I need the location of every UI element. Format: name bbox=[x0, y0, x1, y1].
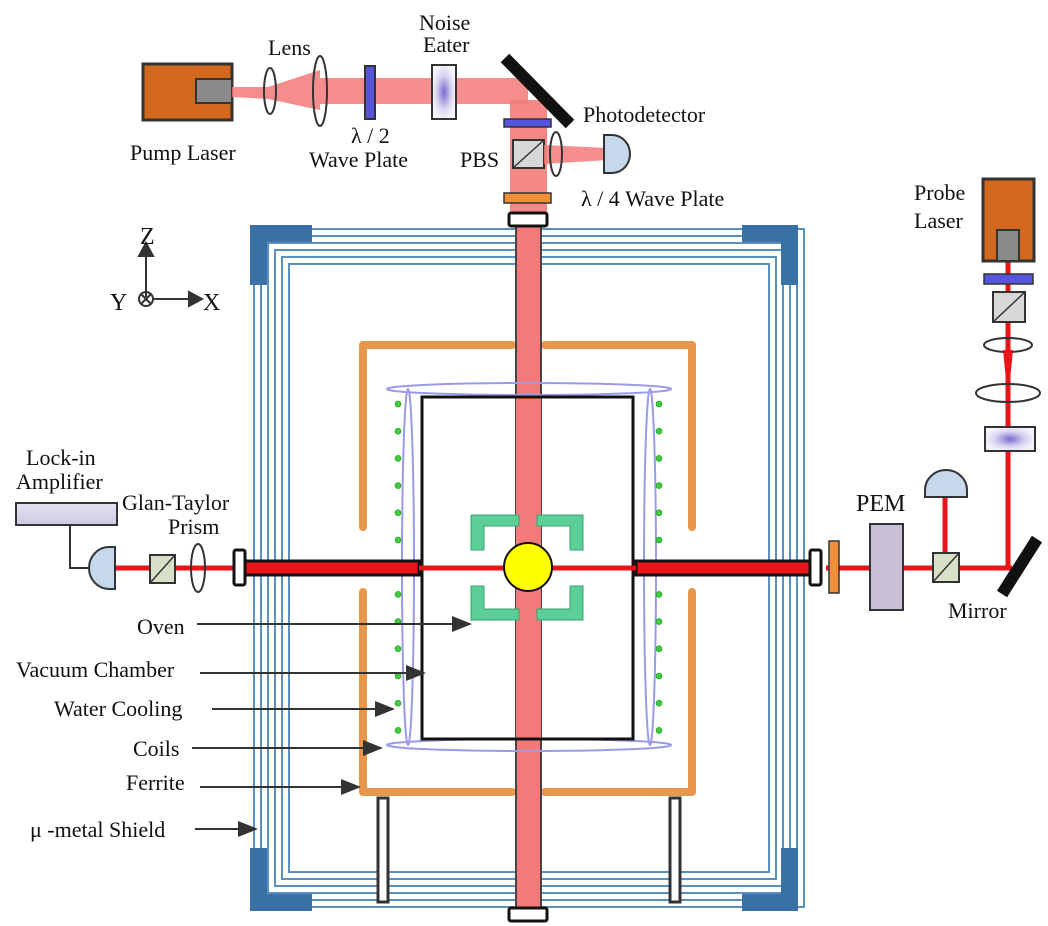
label-axis-z: Z bbox=[140, 224, 155, 250]
vapor-cell bbox=[503, 542, 553, 592]
label-axis-x: X bbox=[203, 290, 220, 316]
probe-beam-focus bbox=[1003, 350, 1013, 390]
water-cooling-dot bbox=[655, 727, 663, 734]
water-cooling-dot bbox=[655, 427, 663, 435]
lockin-amplifier bbox=[15, 502, 118, 526]
right-quarter-plate bbox=[828, 540, 840, 594]
water-cooling-dot bbox=[655, 509, 663, 517]
label-coils: Coils bbox=[133, 736, 179, 761]
label-glan-2: Prism bbox=[168, 514, 219, 539]
label-half-wave-1: λ / 2 bbox=[351, 123, 390, 148]
pump-lenses bbox=[263, 55, 328, 127]
label-mirror: Mirror bbox=[948, 598, 1007, 623]
quarter-wave-plate bbox=[503, 192, 552, 204]
oven bbox=[470, 514, 584, 621]
pem-box bbox=[869, 523, 904, 611]
water-cooling-dot bbox=[394, 645, 402, 653]
y-axis-into-page-icon bbox=[138, 291, 154, 307]
label-photodetector: Photodetector bbox=[583, 102, 706, 127]
windows bbox=[232, 211, 823, 923]
probe-beam-right-tube bbox=[634, 559, 813, 577]
pbs-side-beam bbox=[544, 145, 608, 164]
label-ferrite: Ferrite bbox=[126, 770, 185, 795]
label-lockin-1: Lock-in bbox=[26, 445, 96, 470]
photodetector-top bbox=[603, 134, 631, 174]
label-half-wave-2: Wave Plate bbox=[309, 147, 408, 172]
leader-arrows bbox=[192, 616, 472, 837]
water-cooling-dot bbox=[394, 400, 402, 408]
labels: Pump Laser Lens Noise Eater λ / 2 Wave P… bbox=[16, 10, 1007, 842]
label-probe-laser-1: Probe bbox=[914, 180, 965, 205]
label-noise-eater-2: Eater bbox=[423, 32, 470, 57]
label-noise-eater-1: Noise bbox=[419, 10, 470, 35]
label-lockin-2: Amplifier bbox=[16, 469, 103, 494]
label-pump-laser: Pump Laser bbox=[130, 140, 236, 165]
lens-2 bbox=[312, 55, 328, 127]
water-cooling-dot bbox=[655, 400, 663, 408]
water-cooling-dot bbox=[655, 455, 663, 462]
water-cooling-dot bbox=[655, 645, 663, 653]
probe-lens-2 bbox=[975, 383, 1041, 403]
probe-mirror bbox=[996, 535, 1043, 598]
photodetector-left bbox=[88, 546, 116, 590]
detection-lens bbox=[190, 543, 206, 593]
pump-wave-plate-blue bbox=[503, 118, 552, 128]
label-quarter-wave: λ / 4 Wave Plate bbox=[581, 186, 724, 211]
label-pem: PEM bbox=[856, 491, 905, 517]
water-cooling-dot bbox=[394, 727, 402, 734]
ferrite bbox=[359, 341, 696, 796]
label-probe-laser-2: Laser bbox=[914, 208, 964, 233]
axes bbox=[137, 240, 205, 308]
shield-corners bbox=[250, 225, 798, 911]
probe-wave-plate bbox=[983, 273, 1034, 285]
probe-noise-eater bbox=[984, 426, 1036, 452]
label-oven: Oven bbox=[137, 614, 185, 639]
label-shield: μ -metal Shield bbox=[30, 817, 165, 842]
lockin-cable bbox=[69, 525, 88, 569]
label-glan-1: Glan-Taylor bbox=[122, 490, 230, 515]
label-lens: Lens bbox=[268, 35, 311, 60]
probe-beam-left-tube bbox=[242, 559, 421, 577]
water-cooling-dot bbox=[394, 455, 402, 462]
water-cooling-dot bbox=[394, 509, 402, 517]
water-cooling-dot bbox=[394, 482, 402, 489]
support-posts bbox=[376, 796, 682, 904]
photodetector-right bbox=[924, 469, 968, 498]
lens-1 bbox=[263, 67, 277, 115]
label-axis-y: Y bbox=[110, 290, 127, 316]
probe-laser bbox=[981, 177, 1036, 263]
label-pbs: PBS bbox=[460, 147, 499, 172]
water-cooling-dot bbox=[655, 482, 663, 489]
water-cooling-dot bbox=[655, 591, 663, 598]
pump-laser bbox=[141, 62, 234, 122]
water-cooling-dot bbox=[394, 427, 402, 435]
pbs-lens bbox=[549, 131, 563, 177]
pump-mirror bbox=[500, 53, 575, 129]
water-cooling-dot bbox=[394, 699, 402, 707]
label-water-cooling: Water Cooling bbox=[54, 696, 182, 721]
water-cooling-dot bbox=[655, 618, 663, 625]
label-vacuum-chamber: Vacuum Chamber bbox=[16, 657, 175, 682]
water-cooling-dot bbox=[655, 536, 663, 544]
water-cooling-dot bbox=[655, 672, 663, 680]
water-cooling-dot bbox=[655, 699, 663, 707]
pump-beam-top bbox=[232, 70, 528, 110]
noise-eater bbox=[431, 64, 457, 120]
water-cooling-dot bbox=[394, 591, 402, 598]
water-cooling-dot bbox=[394, 536, 402, 544]
half-wave-plate bbox=[364, 65, 376, 120]
